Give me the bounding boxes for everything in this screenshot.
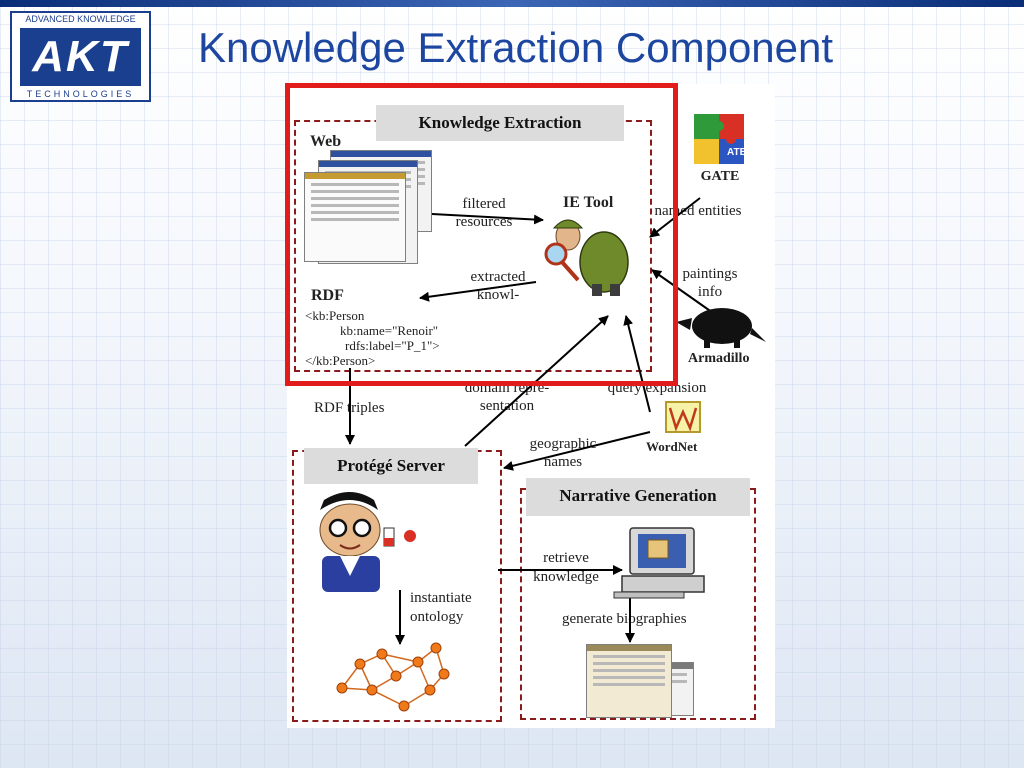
biography-doc-front <box>586 644 672 718</box>
highlight-frame <box>285 83 678 386</box>
slide-title: Knowledge Extraction Component <box>198 24 834 71</box>
rdf-line-4: </kb:Person> <box>305 353 376 368</box>
web-label: Web <box>310 133 342 150</box>
edge-paintings-line1: paintings <box>682 266 738 282</box>
armadillo-label: Armadillo <box>688 351 750 366</box>
ie-tool-label: IE Tool <box>563 194 614 211</box>
arrow-armadillo-to-ie-tool <box>651 269 717 316</box>
wordnet-label: WordNet <box>646 439 698 454</box>
logo-tagline-bottom: TECHNOLOGIES <box>26 89 135 99</box>
arrow-web-to-ie-tool <box>431 213 544 225</box>
gate-icon-text: ATE <box>727 147 747 158</box>
edge-generate-biographies: generate biographies <box>562 611 687 627</box>
web-page-thumbnail-front <box>304 172 406 262</box>
rdf-label: RDF <box>311 287 344 304</box>
gate-puzzle-icon: ATE <box>694 114 747 164</box>
edge-instantiate-line2: ontology <box>410 609 464 625</box>
rdf-line-3: rdfs:label="P_1"> <box>345 338 440 353</box>
arrow-ie-tool-to-rdf <box>419 281 537 302</box>
edge-filtered-line1: filtered <box>462 196 506 212</box>
knowledge-extraction-header: Knowledge Extraction <box>376 105 624 141</box>
edge-instantiate-line1: instantiate <box>410 590 472 606</box>
edge-extracted-line1: extracted <box>470 269 526 285</box>
edge-domain-line2: sentation <box>479 398 535 414</box>
logo-tagline-top: ADVANCED KNOWLEDGE <box>25 14 136 24</box>
detective-icon <box>544 219 629 296</box>
armadillo-icon <box>676 308 766 348</box>
rdf-line-1: <kb:Person <box>305 308 365 323</box>
rdf-line-2: kb:name="Renoir" <box>340 323 439 338</box>
scientist-icon <box>319 492 416 592</box>
arrow-geographic-names <box>503 431 651 471</box>
akt-logo: ADVANCED KNOWLEDGE AKT TECHNOLOGIES <box>10 11 151 102</box>
edge-retrieve-line1: retrieve <box>543 550 589 566</box>
computer-icon <box>613 527 705 599</box>
edge-geographic-line1: geographic <box>529 436 597 452</box>
wordnet-icon <box>665 401 701 433</box>
arrow-query-expansion <box>623 315 651 413</box>
edge-geographic-line2: names <box>543 454 583 470</box>
edge-extracted-line2: knowl- <box>476 287 520 303</box>
protege-server-header: Protégé Server <box>304 448 478 484</box>
top-accent-bar <box>0 0 1024 7</box>
logo-mark: AKT <box>20 28 141 86</box>
narrative-generation-header: Narrative Generation <box>526 478 750 516</box>
edge-paintings-line2: info <box>697 284 723 300</box>
edge-retrieve-line2: knowledge <box>533 569 599 585</box>
gate-label: GATE <box>700 169 740 184</box>
ontology-nodes <box>336 642 450 712</box>
